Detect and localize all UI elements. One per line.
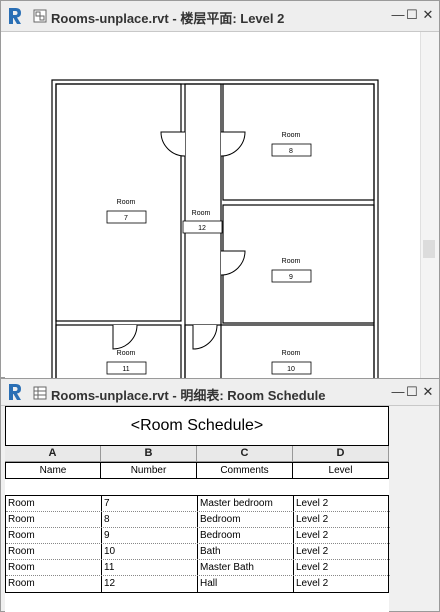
room-tag-number: 9 (289, 274, 293, 281)
cell-level[interactable]: Level 2 (296, 530, 329, 541)
room-tag-number: 10 (287, 366, 295, 373)
schedule-heading[interactable]: <Room Schedule> (5, 406, 389, 446)
schedule-close-button[interactable]: ✕ (422, 384, 434, 399)
plan-close-button[interactable]: ✕ (422, 7, 434, 22)
room-7-boundary (55, 83, 182, 322)
cell-comments[interactable]: Master bedroom (198, 496, 294, 511)
cell-level[interactable]: Level 2 (296, 578, 329, 589)
cell-level[interactable]: Level 2 (296, 546, 329, 557)
plan-title: Rooms-unplace.rvt - 楼层平面: Level 2 (51, 8, 284, 27)
schedule-title-file: Rooms-unplace.rvt (51, 388, 169, 403)
column-letter[interactable]: B (101, 446, 197, 462)
room-tag-name: Room (117, 350, 136, 357)
plan-title-bar[interactable]: Rooms-unplace.rvt - 楼层平面: Level 2 — ☐ ✕ (1, 1, 439, 32)
room-10-boundary (184, 324, 375, 378)
revit-logo-icon (9, 384, 21, 400)
plan-scroll-thumb[interactable] (423, 240, 435, 258)
room-tag-number: 12 (198, 225, 206, 232)
cell-number[interactable]: 12 (102, 576, 198, 592)
door-room-10 (192, 324, 218, 350)
cell-comments[interactable]: Master Bath (198, 560, 294, 575)
schedule-view-icon (33, 386, 47, 400)
plan-minimize-button[interactable]: — (391, 7, 405, 22)
cell-name[interactable]: Room (6, 496, 102, 511)
column-letter[interactable]: C (197, 446, 293, 462)
cell-number[interactable]: 7 (102, 496, 198, 511)
cell-level[interactable]: Level 2 (296, 498, 329, 509)
plan-view-icon (33, 9, 47, 23)
door-room-9 (220, 250, 246, 276)
revit-logo-icon (9, 8, 21, 24)
schedule-title-bar[interactable]: Rooms-unplace.rvt - 明细表: Room Schedule —… (1, 379, 439, 406)
cell-name[interactable]: Room (6, 576, 102, 592)
room-tag-number: 8 (289, 148, 293, 155)
room-tag-number: 11 (122, 366, 129, 373)
outer-wall (51, 79, 379, 378)
floor-plan-drawing: Room 8 Room 7 Room 12 Room 9 Room (51, 79, 379, 378)
column-header-number[interactable]: Number (101, 463, 197, 478)
column-letter[interactable]: D (293, 446, 389, 462)
schedule-window[interactable]: Rooms-unplace.rvt - 明细表: Room Schedule —… (0, 378, 440, 612)
room-tag-7[interactable]: Room 7 (106, 199, 147, 224)
table-row[interactable]: Room 11 Master Bath Level 2 (6, 560, 390, 576)
table-row[interactable]: Room 8 Bedroom Level 2 (6, 512, 390, 528)
cell-number[interactable]: 9 (102, 528, 198, 543)
schedule-title-view: - 明细表: Room Schedule (172, 388, 326, 403)
table-row[interactable]: Room 7 Master bedroom Level 2 (6, 496, 390, 512)
cell-level[interactable]: Level 2 (296, 514, 329, 525)
plan-canvas[interactable]: Room 8 Room 7 Room 12 Room 9 Room (5, 32, 421, 378)
door-room-7 (160, 131, 186, 157)
plan-title-view: - 楼层平面: Level 2 (172, 11, 285, 26)
cell-comments[interactable]: Bedroom (198, 512, 294, 527)
room-tag-10[interactable]: Room 10 (271, 350, 312, 375)
room-tag-11[interactable]: Room 11 (106, 350, 147, 375)
cell-comments[interactable]: Hall (198, 576, 294, 592)
plan-title-file: Rooms-unplace.rvt (51, 11, 169, 26)
room-tag-name: Room (282, 132, 301, 139)
room-tag-8[interactable]: Room 8 (271, 132, 312, 157)
schedule-grid[interactable]: <Room Schedule> A B C D Name Number Comm… (5, 406, 390, 612)
cell-name[interactable]: Room (6, 544, 102, 559)
room-8-boundary (222, 83, 375, 201)
cell-level[interactable]: Level 2 (296, 562, 329, 573)
room-tag-12[interactable]: Room 12 (182, 210, 223, 234)
column-header-row: Name Number Comments Level (5, 462, 389, 479)
room-tag-name: Room (282, 350, 301, 357)
room-tag-9[interactable]: Room 9 (271, 258, 312, 283)
table-row[interactable]: Room 9 Bedroom Level 2 (6, 528, 390, 544)
room-tag-number: 7 (124, 215, 128, 222)
room-tag-name: Room (117, 199, 136, 206)
room-tag-name: Room (192, 210, 211, 217)
cell-number[interactable]: 8 (102, 512, 198, 527)
table-row[interactable]: Room 10 Bath Level 2 (6, 544, 390, 560)
column-letter[interactable]: A (5, 446, 101, 462)
door-room-11 (112, 324, 138, 350)
column-header-name[interactable]: Name (5, 463, 101, 478)
room-tag-name: Room (282, 258, 301, 265)
floor-plan-window[interactable]: Rooms-unplace.rvt - 楼层平面: Level 2 — ☐ ✕ (0, 0, 440, 378)
cell-number[interactable]: 11 (102, 560, 198, 575)
door-room-8 (220, 131, 246, 157)
cell-name[interactable]: Room (6, 528, 102, 543)
cell-name[interactable]: Room (6, 512, 102, 527)
cell-comments[interactable]: Bath (198, 544, 294, 559)
column-letter-row: A B C D (5, 446, 389, 462)
column-header-level[interactable]: Level (293, 463, 389, 478)
blank-row (5, 479, 389, 495)
schedule-minimize-button[interactable]: — (391, 384, 405, 399)
plan-vertical-scrollbar[interactable] (420, 32, 439, 378)
plan-maximize-button[interactable]: ☐ (406, 7, 418, 22)
schedule-rows: Room 7 Master bedroom Level 2 Room 8 Bed… (5, 495, 390, 593)
cell-name[interactable]: Room (6, 560, 102, 575)
schedule-title: Rooms-unplace.rvt - 明细表: Room Schedule (51, 385, 326, 404)
room-12-boundary (184, 83, 222, 378)
column-header-comments[interactable]: Comments (197, 463, 293, 478)
cell-number[interactable]: 10 (102, 544, 198, 559)
table-row[interactable]: Room 12 Hall Level 2 (6, 576, 390, 592)
schedule-maximize-button[interactable]: ☐ (406, 384, 418, 399)
cell-comments[interactable]: Bedroom (198, 528, 294, 543)
